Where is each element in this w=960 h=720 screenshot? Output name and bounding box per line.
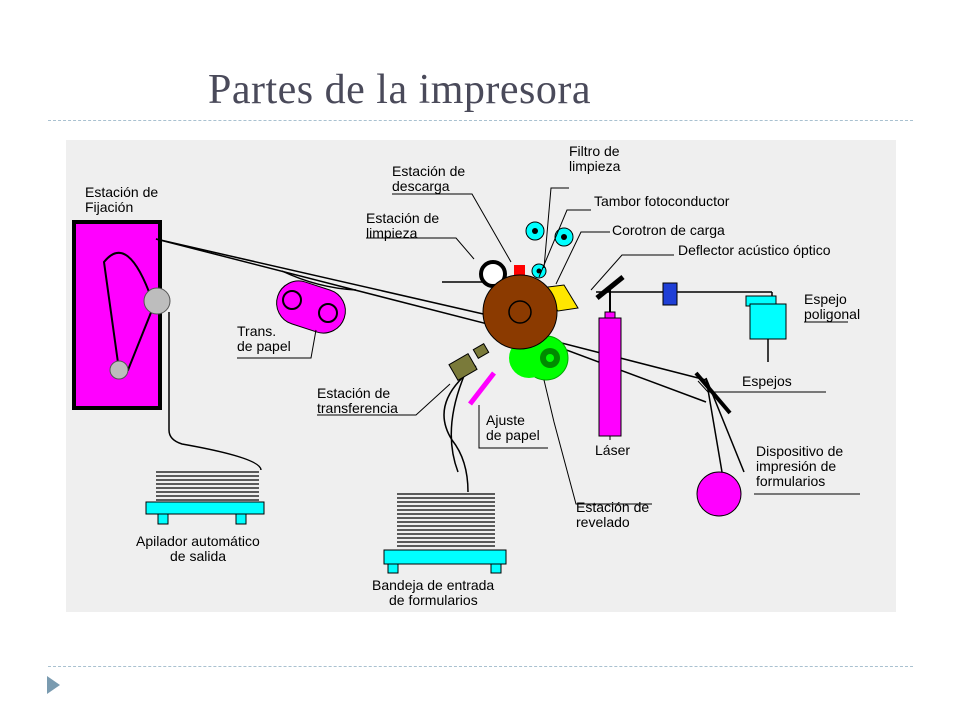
leader-lines <box>237 187 860 505</box>
slide-title: Partes de la impresora <box>208 67 592 113</box>
laser-mirror <box>595 275 625 300</box>
cleaning-filter-rollers <box>525 221 574 279</box>
forms-printing-device <box>696 471 742 517</box>
laser-unit <box>598 311 622 437</box>
polygonal-mirror <box>745 292 787 362</box>
label-photoconductor-drum: Tambor fotoconductor <box>594 193 730 209</box>
scanning-mirror <box>694 371 732 415</box>
diagram-background <box>66 140 896 612</box>
discharge-lamp <box>514 265 525 278</box>
transfer-station <box>448 342 490 381</box>
fuser-station <box>72 220 171 410</box>
bottom-divider <box>48 666 913 667</box>
top-divider <box>48 120 913 121</box>
paper-adjust-guide <box>468 371 496 406</box>
triangle-bullet-icon <box>47 676 60 694</box>
output-stacker <box>145 471 265 525</box>
label-laser: Láser <box>595 442 630 458</box>
label-mirrors: Espejos <box>742 373 792 389</box>
label-acousto-optic-deflector: Deflector acústico óptico <box>678 242 831 258</box>
input-tray <box>383 493 507 574</box>
photoconductor-drum <box>482 274 558 350</box>
label-paper-transport: Trans.de papel <box>237 323 291 354</box>
paper-transport-rollers <box>276 280 346 334</box>
label-charge-corotron: Corotron de carga <box>612 222 725 238</box>
acousto-optic-deflector <box>662 282 678 306</box>
